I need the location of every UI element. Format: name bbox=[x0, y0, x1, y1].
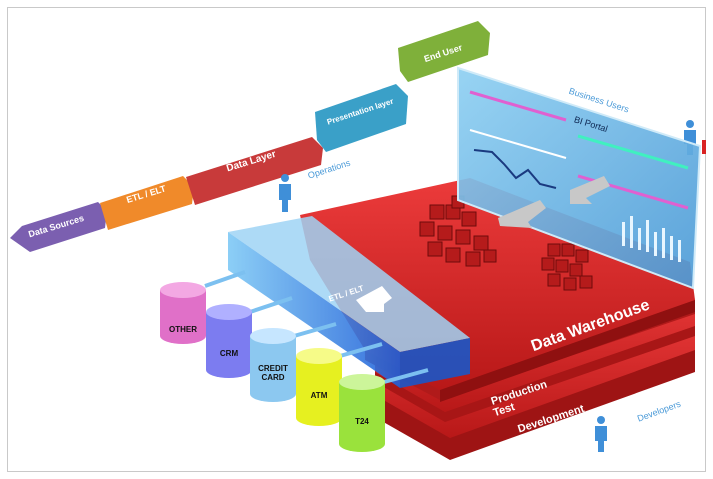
developers-label: Developers bbox=[636, 399, 683, 424]
bar-chart-icon bbox=[622, 216, 681, 262]
arrow-icon bbox=[570, 176, 610, 204]
bi-dashboard: BI Portal bbox=[457, 66, 702, 290]
source-db-atm: ATM bbox=[296, 342, 383, 426]
source-db-label: ATM bbox=[311, 391, 328, 400]
source-db-label: T24 bbox=[355, 417, 369, 426]
pipeline-step-data-sources: Data Sources bbox=[10, 202, 107, 252]
cube-cluster-small bbox=[541, 243, 593, 291]
pipeline-step-data-layer: Data Layer bbox=[186, 137, 323, 205]
source-db-crm: CRM bbox=[206, 296, 293, 378]
arrow-icon bbox=[356, 286, 392, 312]
arrow-icon bbox=[498, 200, 546, 228]
image-frame bbox=[7, 7, 706, 472]
source-db-label: CRM bbox=[220, 349, 239, 358]
person-icon bbox=[279, 174, 291, 212]
source-databases: OTHER CRM CREDIT CARD ATM bbox=[160, 270, 429, 452]
pipeline-arrows: Data Sources ETL / ELT Data Layer Presen… bbox=[10, 21, 490, 252]
red-marker bbox=[702, 140, 706, 154]
source-db-other: OTHER bbox=[160, 270, 246, 344]
source-db-label: CREDIT CARD bbox=[258, 364, 288, 382]
developers-actor: Developers bbox=[595, 399, 683, 452]
pipeline-step-etl: ETL / ELT bbox=[100, 176, 194, 230]
person-icon bbox=[595, 416, 607, 452]
source-db-t24: T24 bbox=[339, 368, 429, 452]
source-db-label: OTHER bbox=[169, 325, 197, 334]
pipeline-step-presentation: Presentation layer bbox=[315, 84, 408, 152]
cube-cluster-large bbox=[419, 195, 497, 267]
etl-box: ETL / ELT bbox=[228, 216, 470, 388]
source-db-credit-card: CREDIT CARD bbox=[250, 322, 337, 402]
pipeline-step-end-user: End User bbox=[398, 21, 490, 82]
